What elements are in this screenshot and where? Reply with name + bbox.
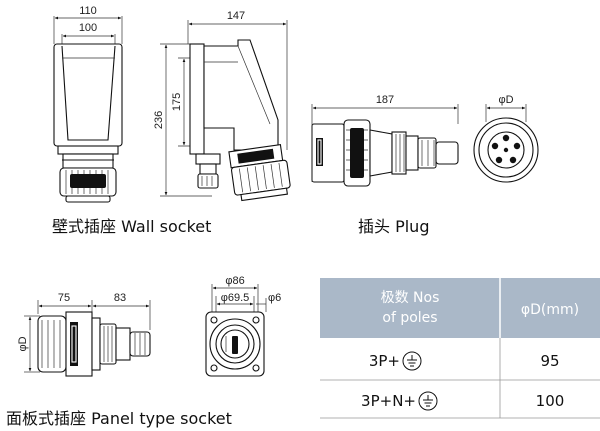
wall-socket-side-view: 147 236 175 xyxy=(153,10,291,202)
plug-side-view: 187 xyxy=(311,94,459,187)
caption-plug: 插头 Plug xyxy=(358,217,429,236)
earth-ground-icon xyxy=(418,391,438,411)
wall-socket-front-view: 110 100 xyxy=(53,5,123,203)
table-header-bg xyxy=(320,278,600,338)
dim-label-panel-phiD: φD xyxy=(17,336,29,351)
table-header-poles-line1: 极数 Nos xyxy=(381,290,440,306)
dim-label-plug-phiD: φD xyxy=(498,94,513,106)
table-row-2-poles: 3P+N+ xyxy=(361,392,416,410)
dim-label-236: 236 xyxy=(153,111,165,129)
dim-label-phi86: φ86 xyxy=(225,275,244,287)
dim-label-175: 175 xyxy=(171,93,183,111)
dim-label-100: 100 xyxy=(79,22,97,34)
dim-label-75: 75 xyxy=(58,292,70,304)
dim-label-phi6: φ6 xyxy=(268,292,281,304)
dim-label-110: 110 xyxy=(79,5,97,17)
table-header-poles-line2: of poles xyxy=(382,310,437,326)
plug-end-view: φD xyxy=(473,94,539,183)
table-row-1-poles: 3P+ xyxy=(369,352,400,370)
dim-label-83: 83 xyxy=(114,292,126,304)
poles-diameter-table: 极数 Nos of poles φD(mm) 3P+ 95 3P+N+ 100 xyxy=(320,278,600,419)
dim-label-147: 147 xyxy=(227,10,245,22)
panel-socket-side-view: 75 83 φD xyxy=(17,292,151,377)
panel-socket-front-view: φ86 φ69.5 φ6 xyxy=(205,275,281,377)
dim-label-187: 187 xyxy=(376,94,394,106)
table-header-diameter: φD(mm) xyxy=(521,302,579,318)
caption-panel-socket: 面板式插座 Panel type socket xyxy=(6,409,232,428)
table-row-2-diameter: 100 xyxy=(536,392,565,410)
earth-ground-icon xyxy=(402,351,422,371)
dim-label-phi695: φ69.5 xyxy=(221,292,250,304)
caption-wall-socket: 壁式插座 Wall socket xyxy=(52,217,211,236)
table-row-1-diameter: 95 xyxy=(540,352,559,370)
